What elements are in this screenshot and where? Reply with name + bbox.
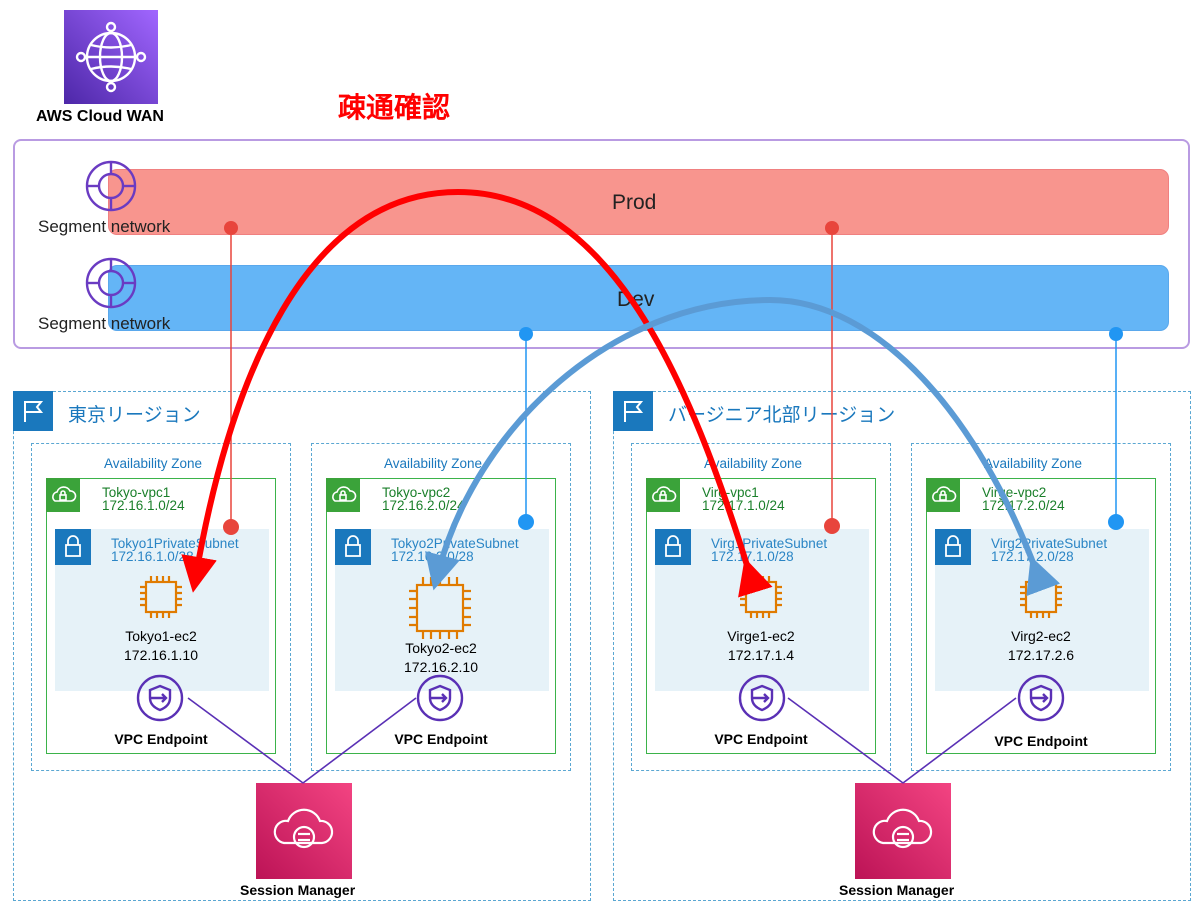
ec2-name: Tokyo2-ec2 <box>405 640 477 656</box>
ec2-ip: 172.17.2.6 <box>1007 647 1075 663</box>
segment-network-icon <box>85 160 137 212</box>
vpc-box <box>926 478 1156 754</box>
az-label: Availability Zone <box>104 456 203 471</box>
vpc-endpoint-icon <box>416 674 464 722</box>
ec2-instance-icon <box>409 577 471 639</box>
segment-network-label-prod: Segment network <box>38 217 171 236</box>
ec2-instance-icon <box>140 576 182 618</box>
region-virginia <box>613 391 1191 901</box>
vpc-cidr: 172.17.2.0/24 <box>982 498 1065 513</box>
availability-zone <box>311 443 571 771</box>
vpc-cloud-lock-icon <box>326 478 360 512</box>
prod-segment-bar <box>108 169 1169 235</box>
vpc-endpoint-label: VPC Endpoint <box>714 731 808 747</box>
prod-attachment-tokyo1 <box>223 221 239 535</box>
prod-attachment-virg1 <box>824 221 840 534</box>
session-manager-icon <box>256 783 352 879</box>
session-manager-icon <box>855 783 951 879</box>
dev-segment-bar <box>108 265 1169 331</box>
region-label-tokyo: 東京リージョン <box>68 404 201 426</box>
vpc-endpoint-icon <box>738 674 786 722</box>
subnet-lock-icon <box>55 529 91 565</box>
subnet-name: Tokyo1PrivateSubnet <box>111 536 239 551</box>
az-label: Availability Zone <box>384 456 483 471</box>
subnet-cidr: 172.16.1.0/28 <box>111 549 194 564</box>
ec2-instance-icon <box>1020 576 1062 618</box>
region-label-virginia: バージニア北部リージョン <box>668 404 896 426</box>
az-label: Availability Zone <box>984 456 1083 471</box>
region-flag-icon <box>613 391 653 431</box>
cloud-wan-label: AWS Cloud WAN <box>36 108 164 125</box>
vpc-box <box>646 478 876 754</box>
dev-attachment-tokyo2 <box>518 327 534 530</box>
subnet-name: Virg2PrivateSubnet <box>991 536 1108 551</box>
prod-segment-name: Prod <box>612 191 657 214</box>
ec2-name: Virge1-ec2 <box>727 628 795 644</box>
vpc-cloud-lock-icon <box>926 478 960 512</box>
ec2-ip: 172.16.2.10 <box>404 659 478 675</box>
session-link-lines <box>187 697 1017 784</box>
ec2-name: Virg2-ec2 <box>1011 628 1071 644</box>
vpc-endpoint-label: VPC Endpoint <box>114 731 208 747</box>
availability-zone <box>31 443 291 771</box>
vpc-box <box>326 478 556 754</box>
region-flag-icon <box>13 391 53 431</box>
vpc-name: Tokyo-vpc2 <box>382 485 451 500</box>
segment-network-label-dev: Segment network <box>38 314 171 333</box>
vpc-name: Tokyo-vpc1 <box>102 485 171 500</box>
vpc-name: Virg-vpc1 <box>702 485 759 500</box>
vpc-endpoint-label: VPC Endpoint <box>994 733 1088 749</box>
region-tokyo <box>13 391 591 901</box>
globe-network-icon <box>75 21 147 93</box>
vpc-cidr: 172.16.2.0/24 <box>382 498 465 513</box>
dev-traffic-arrow <box>425 296 1061 597</box>
prod-traffic-arrow <box>181 188 773 598</box>
session-manager-label: Session Manager <box>839 882 955 898</box>
vpc-box <box>46 478 276 754</box>
ec2-name: Tokyo1-ec2 <box>125 628 197 644</box>
dev-attachment-virg2 <box>1108 327 1124 530</box>
vpc-cidr: 172.16.1.0/24 <box>102 498 185 513</box>
vpc-cloud-lock-icon <box>46 478 80 512</box>
availability-zone <box>911 443 1171 771</box>
page-title: 疎通確認 <box>338 91 451 124</box>
cloud-wan-icon <box>64 10 158 104</box>
vpc-endpoint-icon <box>136 674 184 722</box>
segment-network-icon <box>85 257 137 309</box>
availability-zone <box>631 443 891 771</box>
vpc-cloud-lock-icon <box>646 478 680 512</box>
az-label: Availability Zone <box>704 456 803 471</box>
vpc-endpoint-icon <box>1017 674 1065 722</box>
ec2-instance-icon <box>740 576 782 618</box>
ec2-ip: 172.16.1.10 <box>124 647 198 663</box>
vpc-endpoint-label: VPC Endpoint <box>394 731 488 747</box>
vpc-cidr: 172.17.1.0/24 <box>702 498 785 513</box>
subnet-name: Tokyo2PrivateSubnet <box>391 536 519 551</box>
ec2-ip: 172.17.1.4 <box>727 647 795 663</box>
session-manager-label: Session Manager <box>240 882 356 898</box>
